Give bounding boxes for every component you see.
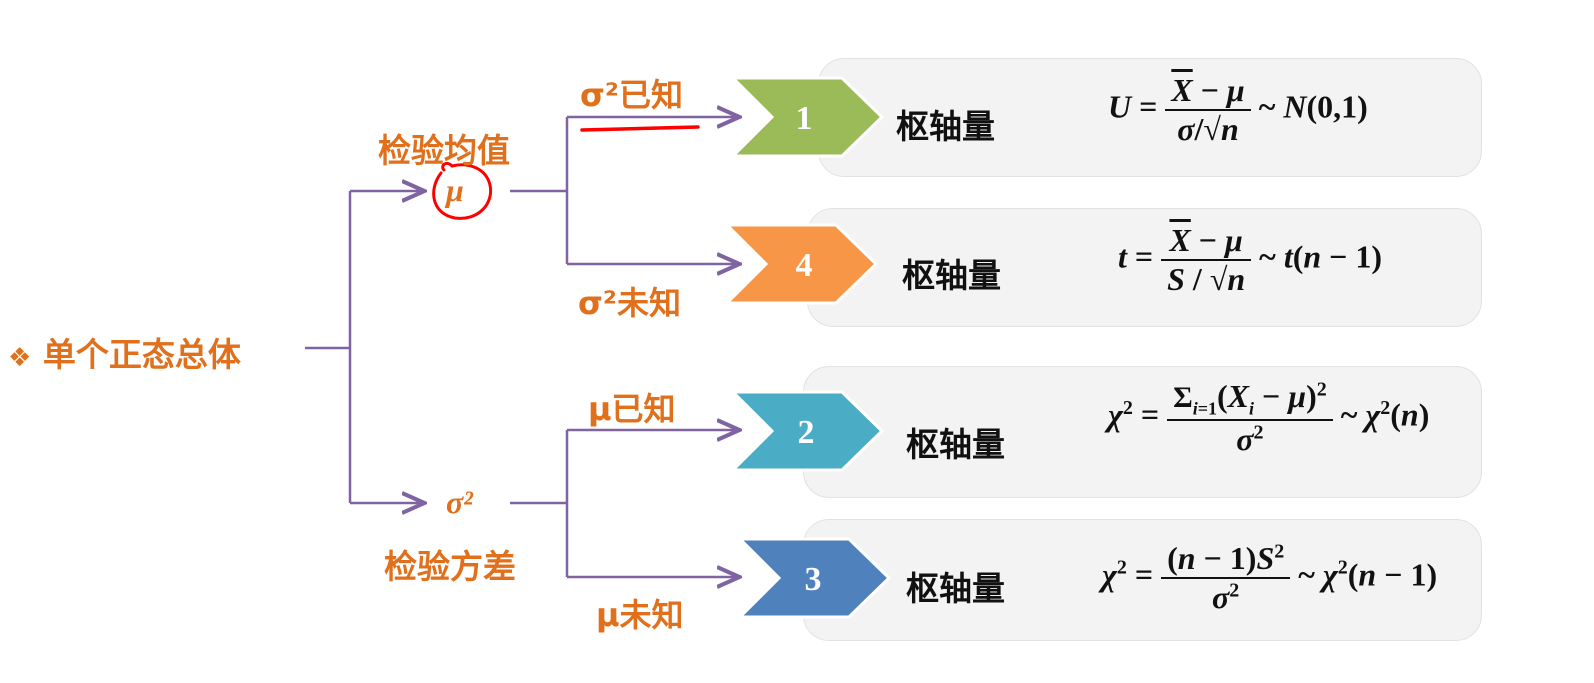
case-card-2 [803, 366, 1482, 498]
formula-1: U = X − μ σ/√n ~ N(0,1) [1108, 72, 1368, 147]
mean-param: μ [446, 172, 464, 208]
annotation-circle [432, 162, 493, 220]
case-card-4 [807, 208, 1482, 327]
condition-sigma-known: σ²已知 [580, 76, 683, 114]
case-number-4: 4 [796, 247, 813, 284]
variance-title: 检验方差 [384, 547, 516, 586]
variance-param: σ² [446, 484, 473, 520]
annotation-underline [580, 125, 700, 132]
condition-sigma-unknown: σ²未知 [578, 284, 681, 322]
case-number-3: 3 [805, 561, 822, 598]
condition-mu-unknown: μ未知 [596, 596, 684, 634]
pivot-label-1: 枢轴量 [896, 107, 995, 146]
formula-3: χ2 = (n − 1)S2 σ2 ~ χ2(n − 1) [1102, 540, 1438, 615]
case-chevron-3: 3 [737, 537, 892, 619]
pivot-label-3: 枢轴量 [906, 569, 1005, 608]
case-number-2: 2 [798, 414, 815, 451]
root-label: 单个正态总体 [42, 335, 241, 374]
case-chevron-4: 4 [724, 223, 879, 305]
formula-4: t = X − μ S / √n ~ t(n − 1) [1118, 222, 1383, 297]
mean-title: 检验均值 [378, 131, 510, 170]
case-chevron-2: 2 [730, 390, 885, 472]
pivot-label-2: 枢轴量 [906, 425, 1005, 464]
pivot-label-4: 枢轴量 [902, 256, 1001, 295]
condition-mu-known: μ已知 [588, 390, 676, 428]
formula-2: χ2 = Σi=1(Xi − μ)2 σ2 ~ χ2(n) [1108, 378, 1430, 458]
bullet-icon: ❖ [8, 343, 32, 373]
case-chevron-1: 1 [730, 76, 885, 158]
case-card-3 [803, 519, 1482, 641]
case-number-1: 1 [796, 100, 813, 137]
case-card-1 [818, 58, 1482, 177]
root-node: ❖ 单个正态总体 [8, 328, 241, 376]
